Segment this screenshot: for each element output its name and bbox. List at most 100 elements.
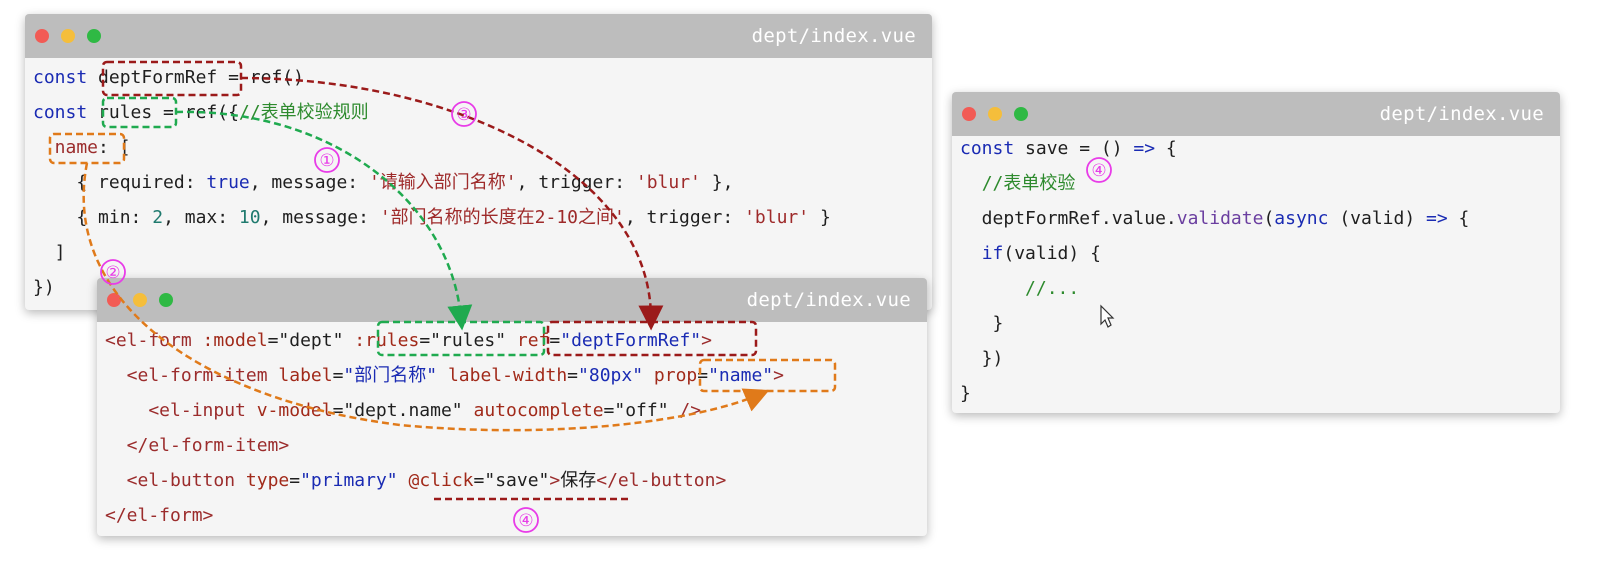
close-dot-icon[interactable] xyxy=(35,29,49,43)
code-token: } xyxy=(809,207,831,228)
code-token: , message: xyxy=(249,172,369,193)
code-token: <el-input xyxy=(105,400,257,421)
minimize-dot-icon[interactable] xyxy=(133,293,147,307)
code-block-save: const save = () => { //表单校验 deptFormRef.… xyxy=(960,131,1469,411)
code-line: <el-button type="primary" @click="save">… xyxy=(105,463,784,498)
code-token: > xyxy=(773,365,784,386)
code-token: { xyxy=(1155,138,1177,159)
code-token: { required: xyxy=(33,172,207,193)
code-token: (valid) xyxy=(1328,208,1427,229)
code-token: = ref() xyxy=(217,67,304,88)
close-dot-icon[interactable] xyxy=(962,107,976,121)
code-token: save = () xyxy=(1025,138,1134,159)
marker-4-right: ④ xyxy=(1086,157,1112,183)
close-dot-icon[interactable] xyxy=(107,293,121,307)
deptformref-highlight-box xyxy=(101,60,243,97)
code-token: 2 xyxy=(152,207,164,228)
code-token: "deptFormRef" xyxy=(560,330,702,351)
code-token: > xyxy=(701,330,712,351)
code-token: }) xyxy=(960,348,1004,369)
code-token: @click xyxy=(408,470,474,491)
code-line: }) xyxy=(33,270,831,305)
code-block-rules: const deptFormRef = ref()const rules = r… xyxy=(33,60,831,305)
code-token: } xyxy=(960,383,971,404)
code-window-form: dept/index.vue <el-form :model="dept" :r… xyxy=(97,278,927,536)
code-token: = xyxy=(473,470,485,491)
code-line: //... xyxy=(960,271,1469,306)
code-token: "name" xyxy=(708,365,774,386)
code-token: rules xyxy=(98,102,153,123)
code-token: deptFormRef xyxy=(98,67,218,88)
code-token: 'blur' xyxy=(635,172,701,193)
code-token: "部门名称" xyxy=(343,365,438,386)
code-line: if(valid) { xyxy=(960,236,1469,271)
code-token: = xyxy=(332,400,344,421)
code-line: deptFormRef.value.validate(async (valid)… xyxy=(960,201,1470,236)
code-line: { min: 2, max: 10, message: '部门名称的长度在2-1… xyxy=(33,200,831,235)
code-token: const xyxy=(960,138,1026,159)
code-token: ( xyxy=(1263,208,1275,229)
code-token: //... xyxy=(1025,278,1080,299)
code-token: label xyxy=(278,365,333,386)
code-token: = xyxy=(549,330,561,351)
code-token: '部门名称的长度在2-10之间' xyxy=(379,207,625,228)
code-token: v-model xyxy=(256,400,333,421)
code-token: 'blur' xyxy=(744,207,810,228)
code-line: const save = () => { xyxy=(960,131,1469,166)
code-line: const deptFormRef = ref() xyxy=(33,60,831,95)
code-token: > xyxy=(549,470,561,491)
code-token: async xyxy=(1274,208,1329,229)
code-token: type xyxy=(245,470,290,491)
code-line: ] xyxy=(33,235,831,270)
code-token: </el-button> xyxy=(596,470,727,491)
code-token: :rules xyxy=(354,330,420,351)
svg-text:①: ① xyxy=(319,151,334,171)
code-token: </el-form-item> xyxy=(105,435,290,456)
code-token: "primary" xyxy=(300,470,398,491)
code-token: '请输入部门名称' xyxy=(368,172,517,193)
window-title: dept/index.vue xyxy=(1379,103,1544,125)
code-line: <el-form-item label="部门名称" label-width="… xyxy=(105,358,784,393)
code-token: "save" xyxy=(484,470,550,491)
marker-1: ① xyxy=(314,147,340,173)
marker-2: ② xyxy=(100,259,126,285)
minimize-dot-icon[interactable] xyxy=(988,107,1002,121)
code-line: } xyxy=(960,376,1469,411)
code-line: }) xyxy=(960,341,1469,376)
code-line: </el-form-item> xyxy=(105,428,784,463)
code-token: "rules" xyxy=(430,330,507,351)
code-token: = xyxy=(332,365,344,386)
code-token: , trigger: xyxy=(624,207,745,228)
arrow-deptformref xyxy=(240,76,664,331)
code-token: 10 xyxy=(238,207,261,228)
code-block-form: <el-form :model="dept" :rules="rules" re… xyxy=(105,323,784,533)
maximize-dot-icon[interactable] xyxy=(1014,107,1028,121)
code-token: </el-form> xyxy=(105,505,214,526)
code-line: //表单校验 xyxy=(960,166,1469,201)
ref-binding-highlight-box xyxy=(546,320,758,357)
prop-highlight-box xyxy=(698,358,837,393)
mouse-cursor-icon xyxy=(1100,304,1115,328)
code-token: } xyxy=(960,313,1004,334)
svg-text:③: ③ xyxy=(456,105,471,125)
code-token: validate xyxy=(1176,208,1264,229)
maximize-dot-icon[interactable] xyxy=(159,293,173,307)
marker-4-bottom: ④ xyxy=(513,507,539,533)
code-token: label-width xyxy=(447,365,568,386)
code-token: ref xyxy=(516,330,550,351)
code-token: const xyxy=(33,67,99,88)
minimize-dot-icon[interactable] xyxy=(61,29,75,43)
code-token: = xyxy=(289,470,301,491)
code-token: , max: xyxy=(163,207,239,228)
arrow-name-prop xyxy=(82,162,770,432)
code-token: "dept" xyxy=(278,330,344,351)
code-token: = xyxy=(267,330,279,351)
code-window-save: dept/index.vue const save = () => { //表单… xyxy=(952,92,1560,413)
maximize-dot-icon[interactable] xyxy=(87,29,101,43)
code-token: => xyxy=(1133,138,1156,159)
window-title: dept/index.vue xyxy=(751,25,916,47)
code-line: } xyxy=(960,306,1469,341)
code-token: deptFormRef.value. xyxy=(960,208,1177,229)
code-line: </el-form> xyxy=(105,498,784,533)
